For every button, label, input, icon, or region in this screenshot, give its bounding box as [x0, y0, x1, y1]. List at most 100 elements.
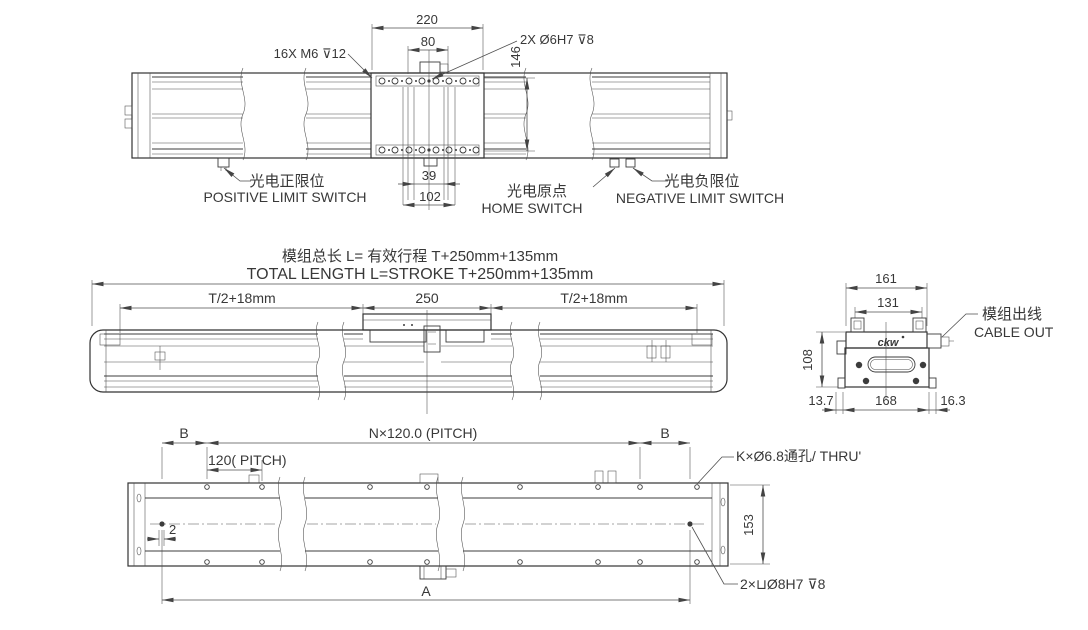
carriage-top: [370, 50, 485, 210]
dim-120-group: 120( PITCH): [207, 452, 287, 481]
break-line: [316, 321, 320, 401]
dim-b-left: B: [179, 425, 188, 441]
front-view-body: [89, 321, 728, 401]
dim-t2-right: T/2+18mm: [560, 290, 627, 306]
carriage-front: [362, 310, 492, 414]
dim-a-group: A: [161, 530, 691, 604]
leader-positive-limit: [223, 167, 251, 182]
label-counterbore-group: 2×⊔Ø8H7 ⊽8: [691, 526, 826, 592]
bottom-view-body: [127, 470, 729, 580]
break-line: [278, 476, 282, 572]
leader-tapped-holes: [347, 53, 373, 79]
tapped-holes-label: 16X M6 ⊽12: [274, 46, 346, 61]
negative-limit-switch-group: 光电负限位 NEGATIVE LIMIT SWITCH: [616, 158, 784, 206]
dim-16-3: 16.3: [940, 393, 965, 408]
slot: [867, 356, 916, 373]
dim-pitch-row-group: B N×120.0 (PITCH) B: [161, 425, 691, 479]
positive-limit-switch-sensor: [217, 157, 230, 168]
dowel-hole-right: [687, 521, 693, 527]
dim-2-group: 2: [147, 522, 176, 546]
dim-102: 102: [419, 189, 441, 204]
front-view: 模组总长 L= 有效行程 T+250mm+135mm TOTAL LENGTH …: [89, 248, 728, 414]
dim-80: 80: [421, 34, 435, 49]
cable-out-label-cn: 模组出线: [982, 306, 1042, 323]
break-line: [538, 321, 542, 401]
end-notch-left: [99, 333, 121, 346]
cable-connector: [926, 333, 942, 349]
dim-stroke-group: T/2+18mm 250 T/2+18mm: [119, 290, 698, 333]
m6-hole-row-bottom: [378, 146, 480, 154]
break-line: [436, 476, 440, 572]
dim-131: 131: [877, 295, 899, 310]
dowel-holes-label: 2X Ø6H7 ⊽8: [520, 32, 594, 47]
dim-b-right: B: [660, 425, 669, 441]
end-view-body: ckw: [836, 317, 954, 400]
dim-102-group: 102: [403, 189, 455, 208]
dim-39: 39: [422, 168, 436, 183]
dim-108: 108: [800, 349, 815, 371]
positive-limit-label-cn: 光电正限位: [249, 173, 324, 190]
positive-limit-label-en: POSITIVE LIMIT SWITCH: [203, 189, 366, 205]
label-through-holes-group: K×Ø6.8通孔/ THRU': [696, 448, 861, 485]
leader-home-switch: [592, 167, 616, 188]
dim-2: 2: [169, 522, 176, 537]
home-switch-sensor: [609, 158, 620, 168]
positive-limit-switch-group: 光电正限位 POSITIVE LIMIT SWITCH: [203, 157, 367, 205]
break-line: [303, 67, 309, 161]
through-holes-top-row: [204, 484, 700, 490]
leader-through-holes: [696, 456, 734, 485]
through-holes-label: K×Ø6.8通孔/ THRU': [736, 448, 861, 464]
dim-bottom-group: 13.7 168 16.3: [808, 392, 966, 414]
leader-counterbore: [691, 526, 738, 585]
negative-limit-label-en: NEGATIVE LIMIT SWITCH: [616, 190, 784, 206]
dim-t2-left: T/2+18mm: [208, 290, 275, 306]
dim-146-group: 146: [484, 46, 535, 152]
break-line: [589, 67, 595, 161]
top-view: 220 80 146 39 102 16X M6 ⊽12 2X Ø6H7 ⊽8: [124, 12, 784, 216]
dim-161: 161: [875, 271, 897, 286]
home-switch-label-en: HOME SWITCH: [481, 200, 582, 216]
home-switch-group: 光电原点 HOME SWITCH: [481, 158, 620, 216]
total-length-title-en: TOTAL LENGTH L=STROKE T+250mm+135mm: [247, 266, 594, 283]
end-view: 161 131 108 ckw: [800, 271, 1054, 414]
dim-153-group: 153: [730, 484, 770, 565]
dowel-hole-left: [159, 521, 165, 527]
dim-168: 168: [875, 393, 897, 408]
cable-out-group: 模组出线 CABLE OUT: [941, 306, 1054, 340]
t-slot-marks: [154, 340, 671, 370]
counterbore-label: 2×⊔Ø8H7 ⊽8: [740, 576, 826, 592]
logo-dot: [901, 335, 905, 339]
dim-total-length-group: [91, 280, 725, 326]
break-line: [342, 321, 346, 401]
foot-left: [837, 377, 846, 389]
dim-39-group: 39: [398, 168, 460, 187]
break-line: [303, 476, 307, 572]
dim-a: A: [421, 583, 431, 599]
dim-146: 146: [508, 46, 523, 68]
total-length-title-cn: 模组总长 L= 有效行程 T+250mm+135mm: [282, 248, 558, 265]
label-tapped-holes-group: 16X M6 ⊽12: [274, 46, 373, 79]
negative-limit-switch-sensor: [625, 158, 636, 168]
foot-right: [928, 377, 937, 389]
dim-108-group: 108: [800, 331, 845, 388]
label-dowel-holes-group: 2X Ø6H7 ⊽8: [431, 32, 594, 80]
dim-220: 220: [416, 12, 438, 27]
leader-dowel-holes: [431, 40, 518, 80]
negative-limit-label-cn: 光电负限位: [664, 173, 739, 190]
bottom-view: B N×120.0 (PITCH) B 120( PITCH): [127, 425, 861, 604]
break-line: [510, 321, 514, 401]
end-notch-right: [691, 333, 713, 346]
leader-negative-limit: [632, 167, 668, 182]
dim-pitch-first: 120( PITCH): [208, 452, 287, 468]
dim-pitch-total: N×120.0 (PITCH): [369, 425, 478, 441]
dim-161-group: 161: [845, 271, 928, 326]
dim-80-group: 80: [407, 34, 449, 74]
leader-cable-out: [941, 313, 978, 338]
body-section: [844, 347, 930, 388]
through-holes-bottom-row: [204, 559, 700, 565]
cable-out-label-en: CABLE OUT: [974, 324, 1054, 340]
dim-153: 153: [741, 514, 756, 536]
dim-220-group: 220: [371, 12, 484, 70]
